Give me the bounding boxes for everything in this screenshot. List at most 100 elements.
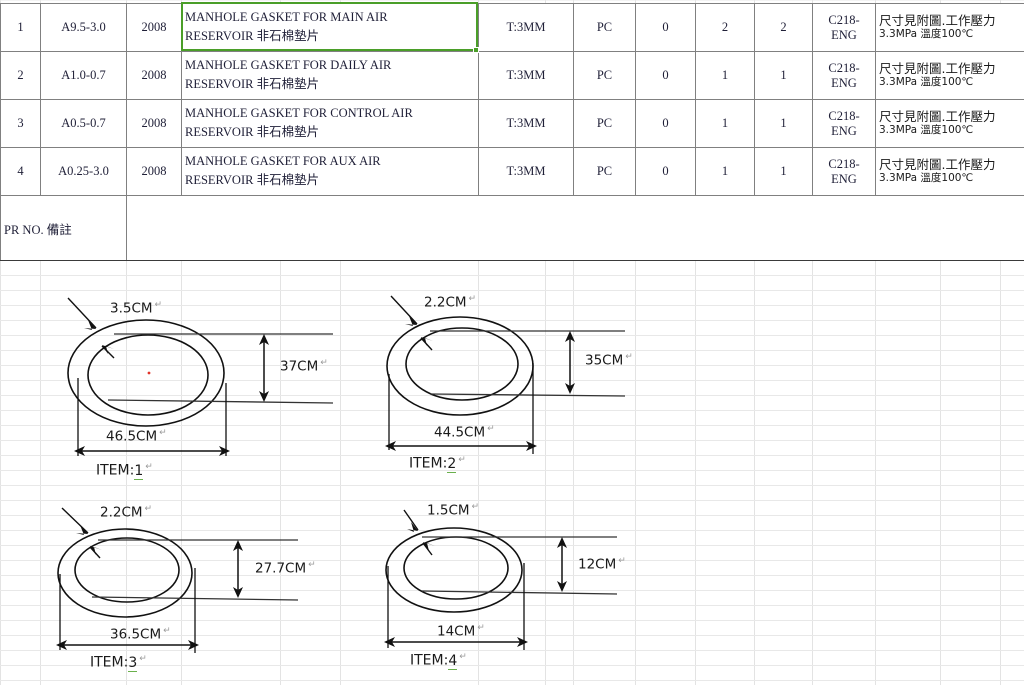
cell-unit[interactable]: PC	[573, 3, 636, 52]
grid-column-line	[1000, 0, 1001, 685]
cell-unit[interactable]: PC	[573, 99, 636, 148]
grid-column-line	[875, 0, 876, 685]
cell-qty-a[interactable]: 0	[635, 147, 696, 196]
cell-pr-no-value[interactable]	[126, 195, 1024, 261]
cell-qty-b[interactable]: 2	[695, 3, 755, 52]
dim-thickness-3: 2.2CM↵	[100, 504, 153, 521]
grid-column-line	[940, 0, 941, 685]
cell-part-code[interactable]: A0.25-3.0	[40, 147, 127, 196]
grid-row-line	[0, 500, 1024, 501]
grid-row-line	[0, 365, 1024, 366]
grid-row-line	[0, 530, 1024, 531]
cell-qty-c-highlighted[interactable]: 1	[754, 51, 813, 100]
grid-column-line	[0, 0, 1, 685]
dim-height-4: 12CM↵	[578, 556, 626, 573]
table-footer-row[interactable]: PR NO. 備註	[0, 195, 1024, 261]
item-label-4: ITEM:4↵	[410, 652, 467, 670]
cell-fill-handle[interactable]	[473, 47, 479, 53]
grid-row-line	[0, 290, 1024, 291]
cell-item-no[interactable]: 2	[0, 51, 41, 100]
cell-qty-c-highlighted[interactable]: 2	[754, 3, 813, 52]
cell-spec[interactable]: T:3MM	[478, 51, 574, 100]
cell-part-code[interactable]: A9.5-3.0	[40, 3, 127, 52]
cell-qty-b[interactable]: 1	[695, 99, 755, 148]
cell-qty-a[interactable]: 0	[635, 51, 696, 100]
cell-item-no[interactable]: 4	[0, 147, 41, 196]
gasket-sketch-3-svg	[56, 507, 299, 653]
cell-unit[interactable]: PC	[573, 51, 636, 100]
cell-spec[interactable]: T:3MM	[478, 147, 574, 196]
cell-qty-b[interactable]: 1	[695, 51, 755, 100]
dim-height-1: 37CM↵	[280, 358, 328, 375]
cell-year[interactable]: 2008	[126, 147, 182, 196]
cell-qty-c-highlighted[interactable]: 1	[754, 99, 813, 148]
grid-row-line	[0, 620, 1024, 621]
cell-drawing-ref[interactable]: C218-ENG	[812, 147, 876, 196]
cell-unit[interactable]: PC	[573, 147, 636, 196]
grid-row-line	[0, 350, 1024, 351]
cell-qty-b[interactable]: 1	[695, 147, 755, 196]
grid-row-line	[0, 275, 1024, 276]
cell-drawing-ref[interactable]: C218-ENG	[812, 99, 876, 148]
cell-year[interactable]: 2008	[126, 51, 182, 100]
grid-column-line	[126, 0, 127, 685]
cell-drawing-ref[interactable]: C218-ENG	[812, 3, 876, 52]
grid-row-line	[0, 335, 1024, 336]
grid-row-line	[0, 545, 1024, 546]
cell-qty-a[interactable]: 0	[635, 99, 696, 148]
dim-width-2: 44.5CM↵	[434, 424, 495, 441]
gasket-drawing-3: 2.2CM↵ 27.7CM↵ 36.5CM↵ ITEM:3↵	[48, 498, 338, 683]
dim-height-3: 27.7CM↵	[255, 560, 316, 577]
cell-part-code[interactable]: A0.5-0.7	[40, 99, 127, 148]
grid-column-line	[754, 0, 755, 685]
grid-row-line	[0, 590, 1024, 591]
grid-column-line	[40, 0, 41, 685]
grid-column-line	[478, 0, 479, 685]
grid-row-line	[0, 665, 1024, 666]
cell-year[interactable]: 2008	[126, 99, 182, 148]
grid-column-line	[340, 0, 341, 685]
grid-row-line	[0, 0, 1024, 1]
cell-item-no[interactable]: 1	[0, 3, 41, 52]
grid-row-line	[0, 575, 1024, 576]
cell-pr-no-label[interactable]: PR NO. 備註	[0, 195, 127, 261]
cell-spec[interactable]: T:3MM	[478, 3, 574, 52]
cell-qty-c-highlighted[interactable]: 1	[754, 147, 813, 196]
grid-row-line	[0, 560, 1024, 561]
grid-column-line	[812, 0, 813, 685]
item-label-3: ITEM:3↵	[90, 654, 147, 672]
grid-row-line	[0, 455, 1024, 456]
cell-part-code[interactable]: A1.0-0.7	[40, 51, 127, 100]
grid-row-line	[0, 440, 1024, 441]
cell-drawing-ref[interactable]: C218-ENG	[812, 51, 876, 100]
grid-row-line	[0, 395, 1024, 396]
grid-row-line	[0, 470, 1024, 471]
dim-thickness-1: 3.5CM↵	[110, 300, 163, 317]
item-label-1: ITEM:1↵	[96, 462, 153, 480]
cell-item-no[interactable]: 3	[0, 99, 41, 148]
grid-row-line	[0, 485, 1024, 486]
cell-year[interactable]: 2008	[126, 3, 182, 52]
cell-spec[interactable]: T:3MM	[478, 99, 574, 148]
cell-qty-a[interactable]: 0	[635, 3, 696, 52]
grid-row-line	[0, 650, 1024, 651]
grid-column-line	[573, 0, 574, 685]
grid-column-line	[695, 0, 696, 685]
item-label-2: ITEM:2↵	[409, 455, 466, 473]
